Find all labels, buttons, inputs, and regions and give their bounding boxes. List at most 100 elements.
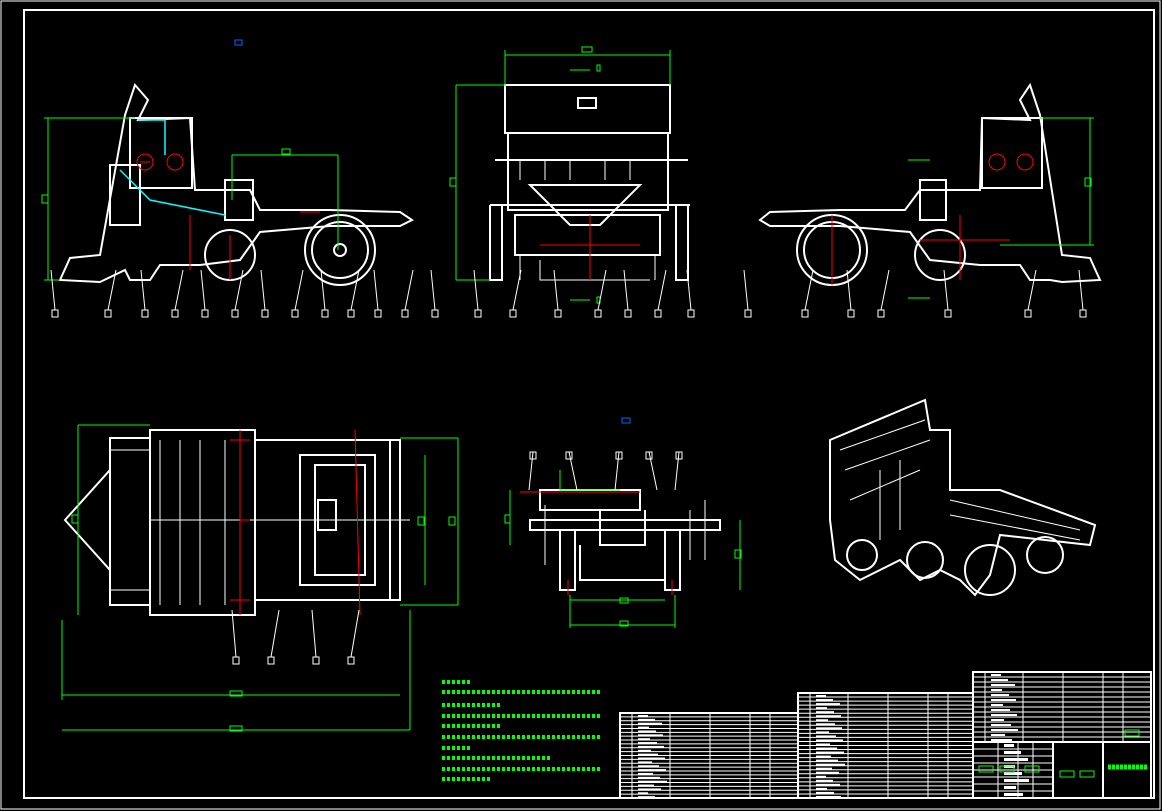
table-cell-text [816, 731, 829, 734]
balloons-front [473, 269, 695, 318]
leader-line [294, 269, 304, 311]
title-block-field [978, 765, 994, 773]
table-cell-text [638, 738, 650, 741]
table-cell-text [638, 780, 667, 783]
part-balloon [347, 656, 355, 665]
part-balloon [231, 309, 239, 318]
front-view[interactable] [449, 46, 690, 304]
part-balloon [201, 309, 209, 318]
part-balloon [321, 309, 329, 318]
part-balloon [645, 451, 653, 460]
table-cell-text [638, 772, 653, 775]
isometric-view[interactable] [829, 398, 1097, 597]
leader-line [350, 269, 360, 311]
leader-line [350, 609, 360, 658]
table-cell-text [638, 715, 648, 717]
detail-view[interactable] [504, 417, 742, 628]
table-cell-text [638, 757, 665, 760]
table-cell-text [816, 735, 836, 738]
table-cell-text [991, 694, 1009, 696]
table-cell-text [638, 776, 660, 779]
table-cell-text [638, 796, 655, 799]
table-cell-text [638, 745, 664, 748]
part-balloon [594, 309, 602, 318]
leader-line [320, 269, 326, 311]
table-cell-text [638, 742, 657, 745]
leader-line [553, 269, 559, 311]
table-cell-text [816, 763, 845, 766]
leader-line [140, 269, 146, 311]
title-block-field [999, 765, 1015, 773]
table-cell-text [991, 689, 1002, 691]
table-cell-text [816, 743, 830, 746]
leader-line [657, 269, 667, 311]
table-cell-text [816, 711, 834, 714]
table-cell-text [991, 699, 1016, 701]
table-cell-text [816, 715, 841, 718]
table-cell-text [816, 791, 834, 794]
side-view-right[interactable] [758, 82, 1102, 299]
view-marker [621, 417, 631, 424]
table-cell-text [1004, 751, 1021, 754]
table-cell-text [638, 722, 662, 725]
table-cell-text [816, 783, 840, 786]
table-cell-text [816, 787, 827, 790]
part-balloon [51, 309, 59, 318]
part-balloon [171, 309, 179, 318]
table-cell-text [1004, 779, 1029, 782]
balloons-top [231, 609, 360, 665]
leader-line [174, 269, 184, 311]
table-cell-text [1004, 786, 1016, 789]
balloons-detail [528, 451, 683, 491]
table-cell-text [638, 726, 649, 729]
table-cell-text [638, 792, 648, 795]
parts-list-and-title-block [619, 671, 1152, 799]
table-cell-text [991, 709, 1010, 711]
table-cell-text [816, 795, 841, 798]
table-cell-text [816, 703, 840, 706]
table-cell-text [638, 753, 658, 756]
table-cell-text [638, 788, 661, 791]
leader-line [597, 269, 607, 311]
part-balloon [654, 309, 662, 318]
table-cell-text [638, 784, 654, 787]
leader-line [686, 269, 692, 311]
leader-line [743, 269, 749, 311]
leader-line [430, 269, 436, 311]
view-marker [234, 39, 243, 46]
table-cell-text [816, 759, 838, 762]
table-cell-text [991, 679, 1008, 681]
title-block-field [1024, 765, 1040, 773]
balloons-right [743, 269, 1087, 318]
part-balloon [675, 451, 683, 460]
table-cell-text [816, 755, 831, 758]
part-balloon [431, 309, 439, 318]
leader-line [270, 609, 280, 658]
table-cell-text [638, 730, 656, 733]
part-balloon [312, 656, 320, 665]
part-balloon [267, 656, 275, 665]
table-cell-text [816, 747, 837, 750]
part-balloon [529, 451, 537, 460]
table-cell-text [638, 734, 663, 737]
leader-line [200, 269, 206, 311]
part-balloon [474, 309, 482, 318]
part-balloon [401, 309, 409, 318]
part-balloon [232, 656, 240, 665]
leader-line [404, 269, 414, 311]
title-cell [1102, 741, 1152, 799]
title-block-field [1059, 770, 1075, 778]
part-balloon [624, 309, 632, 318]
leader-line [648, 451, 658, 491]
table-cell-text [638, 765, 659, 768]
table-cell-text [816, 727, 842, 730]
table-cell-text [638, 749, 651, 752]
part-balloon [509, 309, 517, 318]
table-cell-text [816, 699, 833, 702]
part-balloon [847, 309, 855, 318]
table-cell-text [991, 719, 1004, 721]
top-view[interactable] [61, 424, 459, 732]
table-cell-text [816, 719, 828, 722]
part-balloon [261, 309, 269, 318]
